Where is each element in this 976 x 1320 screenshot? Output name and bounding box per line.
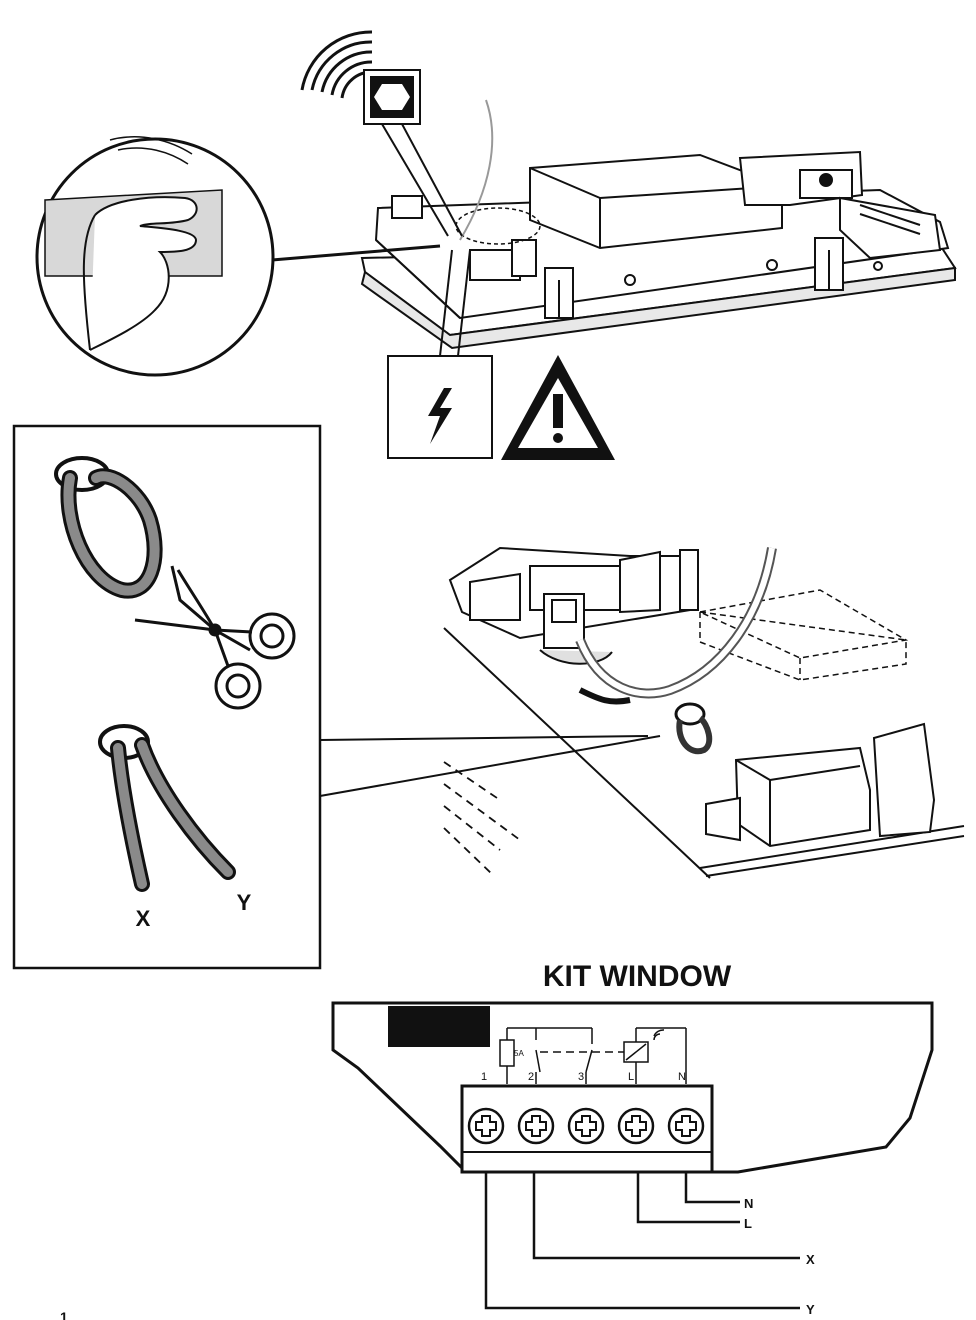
- callout-lines: [319, 735, 661, 797]
- wiring: [484, 1172, 800, 1310]
- screw-terminal: [667, 1107, 705, 1145]
- wire-label-n: N: [744, 1196, 753, 1211]
- terminal-number: 1: [481, 1071, 487, 1083]
- wire-label-x: X: [806, 1252, 815, 1267]
- loop-label-y: Y: [237, 890, 252, 915]
- hand-pull-icon: [35, 136, 441, 377]
- screw-terminal: [517, 1107, 555, 1145]
- loop-icon: [54, 456, 163, 599]
- hexagon-sensor-icon: [363, 69, 463, 237]
- circuit-board: [443, 546, 965, 879]
- scissors-icon: [134, 565, 296, 710]
- corner-mark: 1: [60, 1309, 68, 1320]
- screw-terminal: [617, 1107, 655, 1145]
- warning-triangle-icon: [501, 355, 615, 460]
- screw-cross-icon: [475, 1115, 497, 1137]
- kit-window-title: KIT WINDOW: [543, 960, 732, 993]
- screw-cross-icon: [525, 1115, 547, 1137]
- cut-loop-panel: [12, 424, 322, 970]
- hob-assembly: [360, 99, 957, 350]
- radio-waves-icon: [300, 30, 373, 99]
- fuse-rating-label: 5A: [514, 1049, 524, 1058]
- cut-loop-icon: [98, 724, 236, 892]
- lightning-icon: [387, 249, 493, 459]
- loop-label-x: X: [136, 906, 151, 931]
- screw-terminal: [567, 1107, 605, 1145]
- terminal-number: 3: [578, 1071, 584, 1083]
- wire-label-y: Y: [806, 1302, 815, 1317]
- screw-cross-icon: [625, 1115, 647, 1137]
- terminal-number: 2: [528, 1071, 534, 1083]
- terminal-screws: [467, 1107, 705, 1145]
- terminal-numbers: 1 2 3 L N: [481, 1071, 686, 1083]
- wire-label-l: L: [744, 1216, 752, 1231]
- screw-cross-icon: [575, 1115, 597, 1137]
- screw-terminal: [467, 1107, 505, 1145]
- terminal-number: L: [628, 1071, 634, 1083]
- terminal-number: N: [678, 1071, 686, 1083]
- screw-cross-icon: [675, 1115, 697, 1137]
